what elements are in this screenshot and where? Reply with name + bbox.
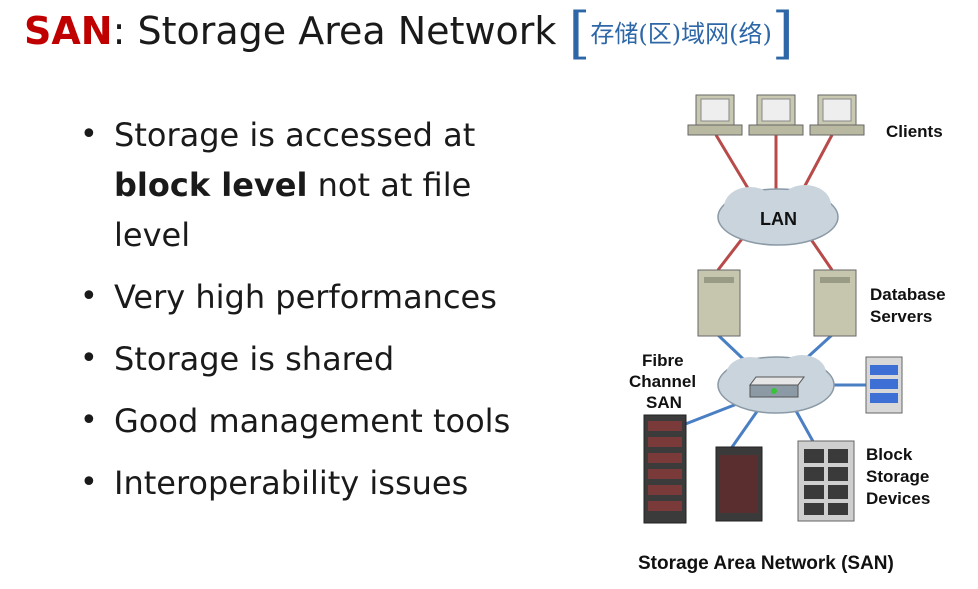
title-acronym: SAN bbox=[24, 9, 113, 53]
bullet-dot-icon: • bbox=[80, 465, 98, 500]
title-rest: : Storage Area Network bbox=[112, 9, 557, 53]
database-server-icon bbox=[813, 269, 857, 337]
fc-switch-icon bbox=[749, 376, 805, 398]
bullet-item: •Very high performances bbox=[78, 272, 578, 322]
disk-array-icon bbox=[797, 440, 855, 522]
bullet-dot-icon: • bbox=[80, 341, 98, 376]
clients-label: Clients bbox=[886, 122, 943, 141]
servers-label-line1: Database bbox=[870, 285, 946, 304]
database-server-icon bbox=[697, 269, 741, 337]
lan-cloud-icon bbox=[717, 185, 839, 246]
servers-label-line2: Servers bbox=[870, 307, 932, 326]
disk-shelf-icon bbox=[865, 356, 903, 414]
client-computer-icon bbox=[687, 94, 743, 136]
storage-label-line2: Storage bbox=[866, 467, 929, 486]
bullet-dot-icon: • bbox=[80, 279, 98, 314]
bullet-dot-icon: • bbox=[80, 403, 98, 438]
diagram-caption: Storage Area Network (SAN) bbox=[638, 553, 894, 574]
fc-label-line2: Channel bbox=[629, 372, 696, 391]
title-chinese: 存储(区)域网(络) bbox=[590, 20, 772, 48]
bullet-item: •Storage is accessed at block level not … bbox=[78, 110, 508, 260]
bullet-item: •Interoperability issues bbox=[78, 458, 578, 508]
title-open-bracket: [ bbox=[568, 1, 591, 66]
bullet-dot-icon: • bbox=[80, 117, 98, 152]
bullet-item: •Storage is shared bbox=[78, 334, 578, 384]
storage-rack-icon bbox=[643, 414, 687, 524]
lan-label: LAN bbox=[760, 209, 797, 229]
san-diagram: Clients LAN Database Servers bbox=[629, 94, 946, 524]
title-close-bracket: ] bbox=[771, 1, 794, 66]
fc-label-line3: SAN bbox=[646, 393, 682, 412]
bullet-item: •Good management tools bbox=[78, 396, 578, 446]
storage-label-line3: Devices bbox=[866, 489, 930, 508]
storage-label-line1: Block bbox=[866, 445, 913, 464]
fc-label-line1: Fibre bbox=[642, 351, 684, 370]
client-computer-icon bbox=[748, 94, 804, 136]
slide-title: SAN: Storage Area Network [存储(区)域网(络)] bbox=[24, 2, 794, 63]
client-computer-icon bbox=[809, 94, 865, 136]
storage-array-icon bbox=[715, 446, 763, 522]
bullet-list: •Storage is accessed at block level not … bbox=[78, 110, 578, 520]
